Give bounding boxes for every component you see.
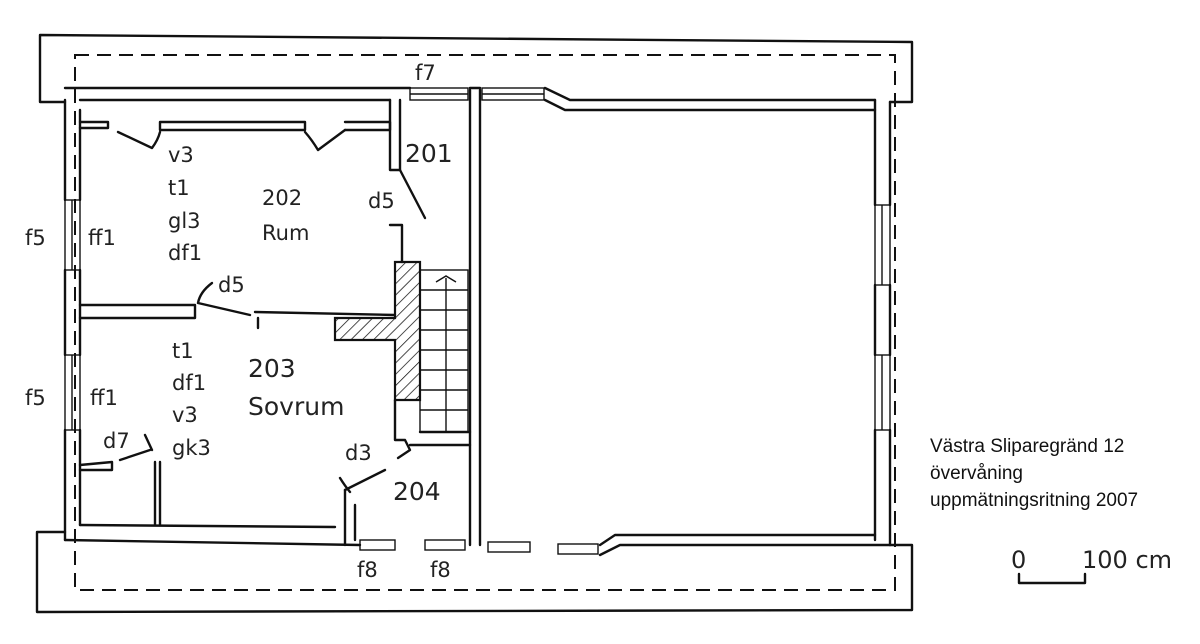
door-swings [116,128,427,494]
caption-address: Västra Sliparegränd 12 [930,436,1124,457]
label-f8-left: f8 [357,558,378,582]
label-room-203: 203 [248,354,296,383]
interior-walls [78,98,472,547]
chimney [333,260,422,402]
label-202-t1: t1 [168,176,190,200]
staircase [419,269,469,433]
label-203-v3: v3 [172,403,198,427]
label-d7: d7 [103,429,130,453]
scale-end-label: 100 cm [1082,546,1172,574]
label-f8-right: f8 [430,558,451,582]
label-202-gl3: gl3 [168,209,201,233]
label-d3: d3 [345,441,372,465]
label-ff1-bottom: ff1 [90,386,118,410]
label-ff1-top: ff1 [88,226,116,250]
scale-bar-line [1017,572,1087,585]
label-203-t1: t1 [172,339,194,363]
exterior-walls [63,86,892,557]
plan-labels: f7 201 d5 202 Rum v3 t1 gl3 df1 f5 ff1 d… [25,61,453,582]
label-d5-202: d5 [218,273,245,297]
scale-bar: 0 100 cm [1011,546,1172,585]
caption-drawing-type: uppmätningsritning 2007 [930,490,1138,511]
caption-floor: övervåning [930,463,1023,484]
label-203-gk3: gk3 [172,436,211,460]
window-bottom-3 [487,541,531,553]
label-d5-201: d5 [368,189,395,213]
label-room-202: 202 [262,186,302,210]
window-f8-left [359,539,396,551]
label-room-201: 201 [405,139,453,168]
caption: Västra Sliparegränd 12 övervåning uppmät… [930,436,1138,511]
label-202-v3: v3 [168,143,194,167]
scale-start-label: 0 [1011,546,1026,574]
label-f5-bottom: f5 [25,386,46,410]
roof-outline [35,33,914,614]
label-f7: f7 [415,61,436,85]
roof-dashed-line [74,54,896,591]
window-f8-right [424,539,466,551]
label-202-df1: df1 [168,241,202,265]
windows [64,87,891,555]
label-room-204: 204 [393,477,441,506]
label-203-df1: df1 [172,371,206,395]
label-f5-top: f5 [25,226,46,250]
label-room-202-name: Rum [262,221,309,245]
label-room-203-name: Sovrum [248,392,344,421]
door-d5-201 [398,168,427,220]
window-bottom-4 [557,543,599,555]
